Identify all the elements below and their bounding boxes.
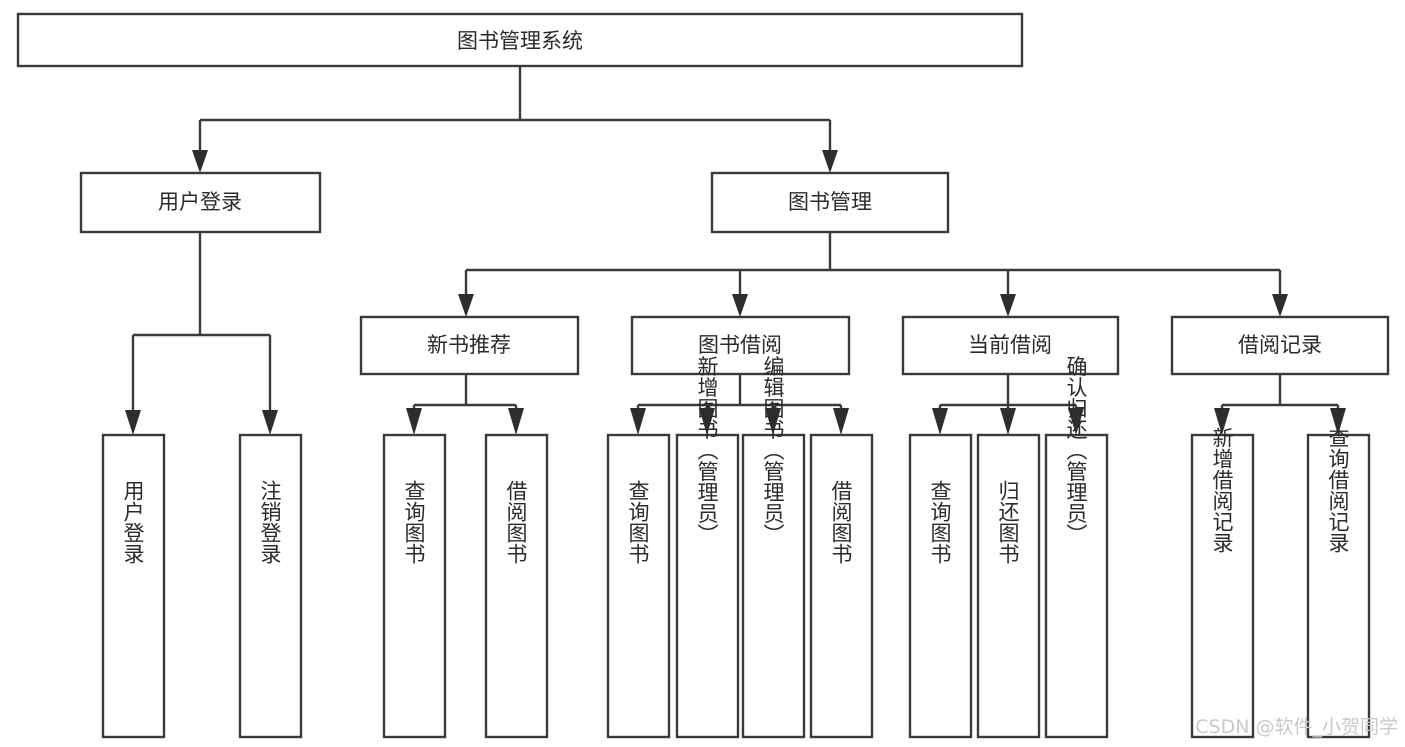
node-root[interactable]: 图书管理系统: [16, 12, 1024, 68]
node-borrow-record-box[interactable]: [1170, 315, 1390, 376]
leaf-bookborrow-edit-book[interactable]: 编辑图书（管理员）: [741, 356, 806, 739]
leaf-newbook-borrow-book-box[interactable]: [484, 433, 549, 739]
arrow-head-bookborrow-leaf-4: [833, 408, 849, 435]
node-user-login[interactable]: 用户登录: [79, 171, 322, 234]
leaf-bookborrow-add-book-box[interactable]: [675, 433, 740, 739]
node-new-book-recommend-label: 新书推荐: [427, 333, 511, 357]
arrow-head-currentborrow-leaf-3: [1068, 408, 1084, 435]
leaf-user-login-box[interactable]: [101, 433, 166, 739]
node-borrow-record-label: 借阅记录: [1238, 333, 1322, 357]
connector-layer: [125, 66, 1346, 435]
node-book-borrow-box[interactable]: [630, 315, 851, 376]
leaf-bookborrow-query-book-label: 查询图书: [626, 480, 650, 564]
node-root-label: 图书管理系统: [457, 29, 583, 53]
node-book-management[interactable]: 图书管理: [710, 171, 950, 234]
leaf-borrowrecord-query-record-box[interactable]: [1306, 433, 1371, 739]
node-user-login-label: 用户登录: [158, 190, 242, 214]
node-root-box[interactable]: [16, 12, 1024, 68]
leaf-currentborrow-query-book-label: 查询图书: [928, 480, 952, 564]
leaf-newbook-borrow-book[interactable]: 借阅图书: [484, 433, 549, 739]
leaf-bookborrow-borrow-book-box[interactable]: [809, 433, 874, 739]
leaf-borrowrecord-add-record-box[interactable]: [1190, 433, 1255, 739]
arrow-head-user-login: [192, 150, 208, 173]
leaf-newbook-borrow-book-label: 借阅图书: [504, 480, 528, 564]
node-current-borrow-label: 当前借阅: [968, 333, 1052, 357]
arrow-head-book-borrow: [732, 294, 748, 317]
arrow-head-bookborrow-leaf-2: [699, 408, 715, 435]
node-borrow-record[interactable]: 借阅记录: [1170, 315, 1390, 376]
leaf-user-login-label: 用户登录: [121, 480, 145, 564]
arrow-head-currentborrow-leaf-2: [1000, 408, 1016, 435]
leaf-currentborrow-return-book-label: 归还图书: [996, 480, 1020, 564]
arrow-head-borrowrecord-leaf-1: [1214, 408, 1230, 435]
leaf-currentborrow-query-book[interactable]: 查询图书: [908, 433, 973, 739]
arrow-head-leaf-logout: [262, 410, 278, 435]
node-book-borrow-label: 图书借阅: [698, 333, 782, 357]
leaf-currentborrow-confirm-return-label: 确认归还（管理员）: [1064, 356, 1088, 545]
leaf-bookborrow-borrow-book-label: 借阅图书: [829, 480, 853, 564]
watermark: CSDN @软件_小贺同学: [1195, 716, 1398, 738]
leaf-newbook-query-book[interactable]: 查询图书: [382, 433, 447, 739]
arrow-head-new-book-recommend: [458, 294, 474, 317]
leaf-bookborrow-add-book[interactable]: 新增图书（管理员）: [675, 356, 740, 739]
arrow-head-newbook-leaf-1: [406, 408, 422, 435]
leaf-newbook-query-book-box[interactable]: [382, 433, 447, 739]
node-book-management-box[interactable]: [710, 171, 950, 234]
leaf-borrowrecord-query-record[interactable]: 查询借阅记录: [1306, 427, 1371, 739]
node-book-borrow[interactable]: 图书借阅: [630, 315, 851, 376]
arrow-head-newbook-leaf-2: [508, 408, 524, 435]
leaf-currentborrow-query-book-box[interactable]: [908, 433, 973, 739]
leaf-user-login[interactable]: 用户登录: [101, 433, 166, 739]
leaf-bookborrow-add-book-label: 新增图书（管理员）: [695, 356, 719, 545]
arrow-head-current-borrow: [1000, 294, 1016, 317]
leaf-bookborrow-edit-book-box[interactable]: [741, 433, 806, 739]
leaf-logout[interactable]: 注销登录: [238, 433, 303, 739]
node-user-login-box[interactable]: [79, 171, 322, 234]
node-book-management-label: 图书管理: [788, 190, 872, 214]
leaf-bookborrow-edit-book-label: 编辑图书（管理员）: [761, 356, 785, 545]
arrow-head-borrow-record: [1272, 294, 1288, 317]
arrow-head-bookborrow-leaf-1: [630, 408, 646, 435]
leaf-currentborrow-confirm-return[interactable]: 确认归还（管理员）: [1044, 356, 1109, 739]
leaf-borrowrecord-query-record-label: 查询借阅记录: [1326, 427, 1350, 553]
node-new-book-recommend-box[interactable]: [359, 315, 580, 376]
arrow-head-leaf-user-login: [125, 410, 141, 435]
leaf-bookborrow-query-book-box[interactable]: [606, 433, 671, 739]
arrow-head-bookborrow-leaf-3: [765, 408, 781, 435]
leaf-borrowrecord-add-record[interactable]: 新增借阅记录: [1190, 427, 1255, 739]
arrow-head-borrowrecord-leaf-2: [1330, 408, 1346, 435]
arrow-head-book-mgmt: [822, 150, 838, 173]
leaf-logout-box[interactable]: [238, 433, 303, 739]
leaf-newbook-query-book-label: 查询图书: [402, 480, 426, 564]
leaf-currentborrow-return-book-box[interactable]: [976, 433, 1041, 739]
leaf-currentborrow-confirm-return-box[interactable]: [1044, 433, 1109, 739]
leaf-bookborrow-borrow-book[interactable]: 借阅图书: [809, 433, 874, 739]
node-new-book-recommend[interactable]: 新书推荐: [359, 315, 580, 376]
arrow-head-currentborrow-leaf-1: [932, 408, 948, 435]
node-current-borrow[interactable]: 当前借阅: [901, 315, 1120, 376]
node-current-borrow-box[interactable]: [901, 315, 1120, 376]
leaf-borrowrecord-add-record-label: 新增借阅记录: [1210, 427, 1234, 553]
leaf-bookborrow-query-book[interactable]: 查询图书: [606, 433, 671, 739]
leaf-currentborrow-return-book[interactable]: 归还图书: [976, 433, 1041, 739]
leaf-logout-label: 注销登录: [258, 480, 282, 564]
